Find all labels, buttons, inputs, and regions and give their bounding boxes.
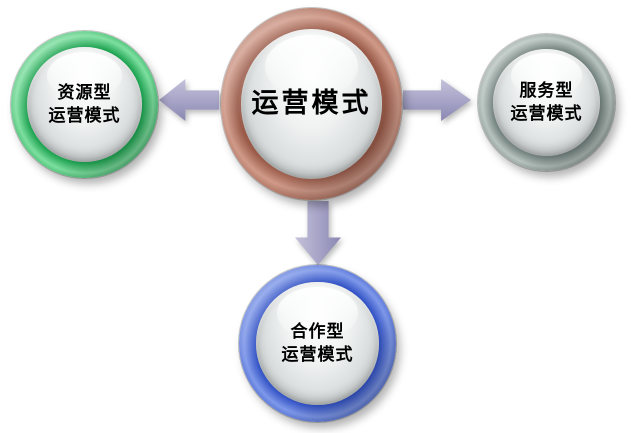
node-resource-model: 资源型 运营模式 [11, 31, 158, 178]
arrow-right-icon [403, 79, 471, 121]
arrow-left-icon [159, 79, 219, 121]
center-node-face: 运营模式 [240, 29, 383, 179]
arrow-left-shape [159, 79, 219, 121]
node-service-label-line1: 服务型 [519, 80, 574, 101]
node-cooperative-label: 合作型 运营模式 [282, 321, 354, 367]
node-resource-label: 资源型 运营模式 [49, 82, 121, 128]
node-cooperative-label-line1: 合作型 [290, 321, 345, 342]
arrow-down-icon [295, 201, 341, 265]
node-service-model: 服务型 运营模式 [478, 34, 615, 171]
node-cooperative-model: 合作型 运营模式 [239, 265, 396, 422]
node-resource-label-line1: 资源型 [57, 82, 112, 103]
node-resource-face: 资源型 运营模式 [27, 47, 142, 162]
node-resource-label-line2: 运营模式 [48, 105, 121, 126]
node-service-face: 服务型 运营模式 [493, 49, 600, 156]
arrow-right-shape [403, 79, 471, 121]
center-node-operating-model: 运营模式 [221, 8, 402, 200]
node-cooperative-label-line2: 运营模式 [281, 344, 354, 365]
node-cooperative-face: 合作型 运营模式 [256, 282, 379, 405]
center-node-label: 运营模式 [251, 87, 372, 119]
node-service-label: 服务型 运营模式 [511, 80, 583, 126]
node-service-label-line2: 运营模式 [510, 103, 583, 124]
arrow-down-shape [295, 201, 341, 265]
